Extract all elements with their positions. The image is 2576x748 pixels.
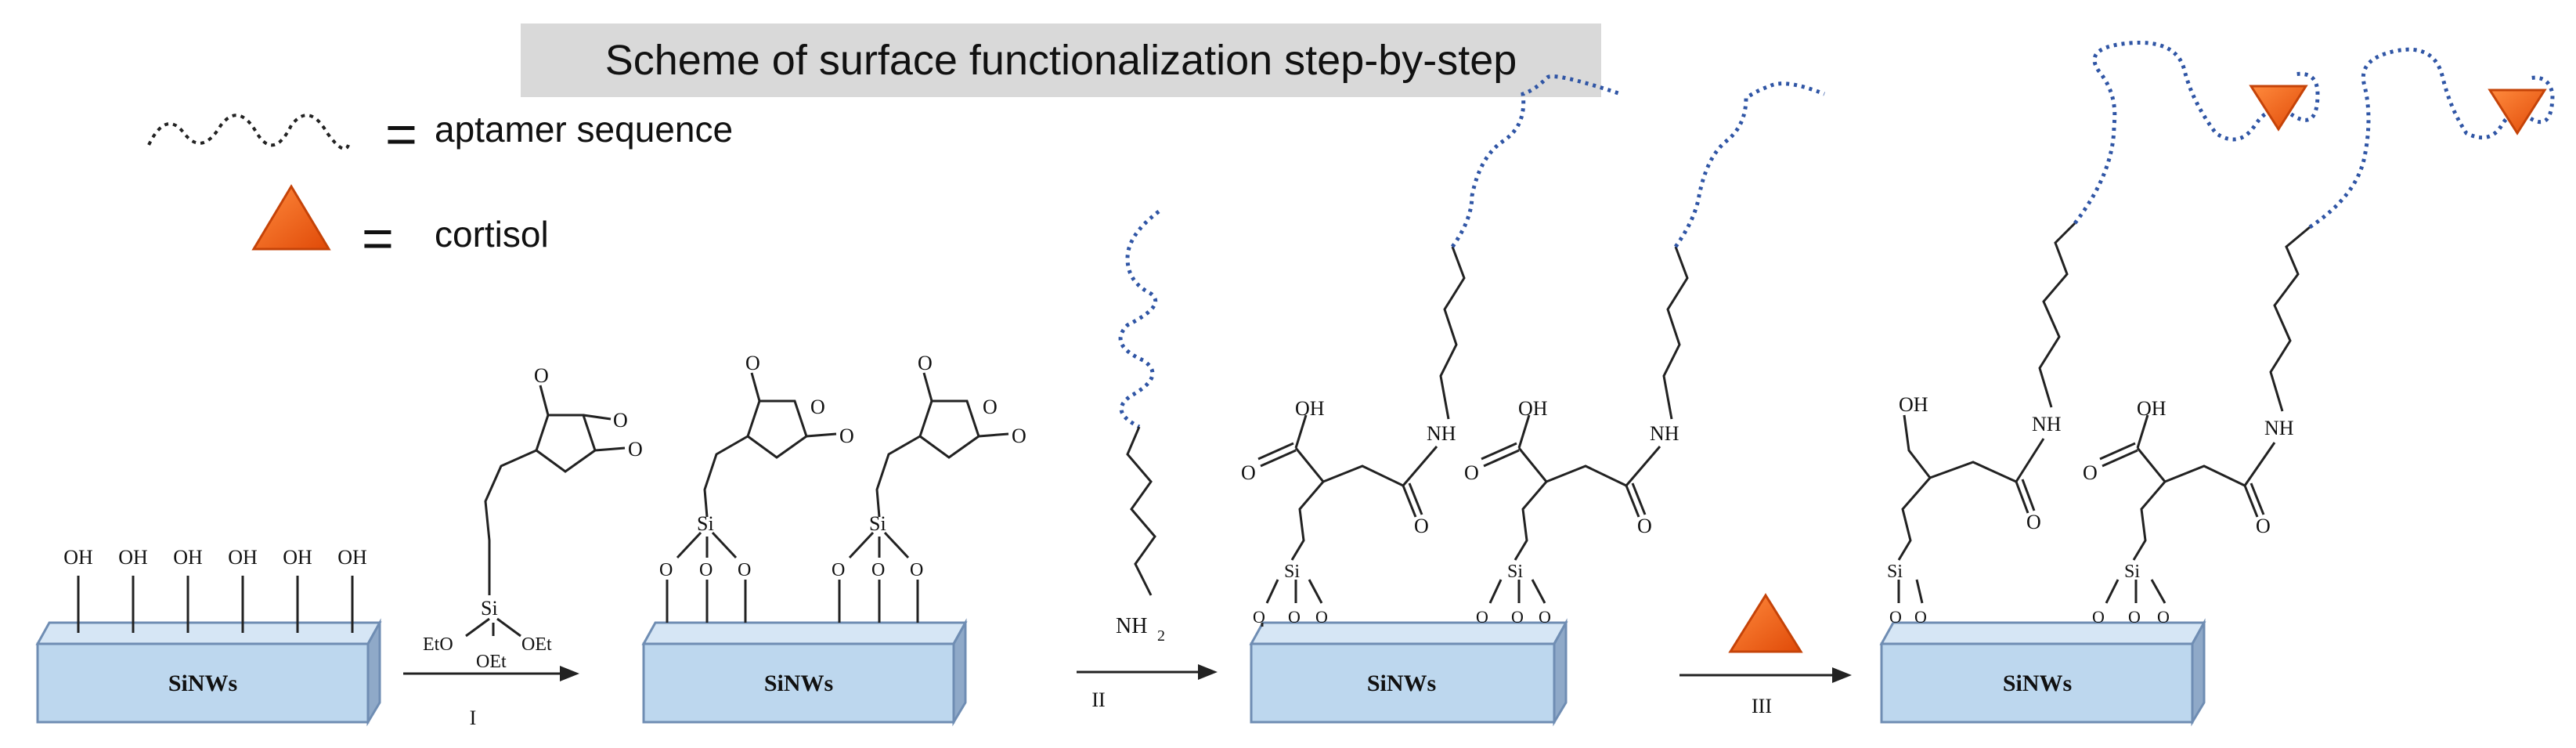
aptamer-bound-sequence-1 <box>1450 74 1622 248</box>
hydroxyl-label: OH <box>118 546 148 569</box>
silicon-label: Si <box>2124 562 2140 582</box>
captured-chain-2 <box>2099 226 2311 604</box>
legend-aptamer-label: aptamer sequence <box>435 109 734 150</box>
silicon-label: Si <box>1507 562 1523 582</box>
hydroxyl-label: OH <box>173 546 203 569</box>
silicon-label: Si <box>1284 562 1300 582</box>
hydroxyl-label: OH <box>337 546 367 569</box>
carbonyl-oxygen-label: O <box>745 352 760 374</box>
amide-nitrogen-label: NH <box>1427 422 1456 445</box>
substrate-label-4: SiNWs <box>2003 670 2072 696</box>
substrate-label-2: SiNWs <box>764 670 833 696</box>
legend-cortisol-icon <box>251 184 331 251</box>
aptamer-reagent-sequence <box>1118 210 1160 429</box>
siloxane-oxygen-label: O <box>699 560 713 580</box>
siloxane-oxygen-label: O <box>2157 607 2170 627</box>
amide-nitrogen-label: NH <box>1650 422 1679 445</box>
siloxane-oxygen-label: O <box>1914 607 1927 627</box>
legend-equals-1: = <box>385 103 417 164</box>
amide-nitrogen-label: NH <box>2264 417 2294 439</box>
hydroxyl-label: OH <box>1899 393 1928 416</box>
siloxane-oxygen-label: O <box>871 560 885 580</box>
ring-oxygen-label: O <box>810 396 825 418</box>
ring-oxygen-label: O <box>613 409 628 432</box>
hydroxyl-label: OH <box>283 546 312 569</box>
amide-oxygen-label: O <box>2256 515 2271 537</box>
acid-oxygen-label: O <box>2083 461 2098 484</box>
silane-anhydride-reagent <box>465 385 626 638</box>
amide-oxygen-label: O <box>2026 511 2041 533</box>
acid-oxygen-label: O <box>1464 461 1479 484</box>
legend-cortisol-label: cortisol <box>435 214 549 255</box>
substrate-label-1: SiNWs <box>168 670 237 696</box>
captured-aptamer-sequence-2 <box>2308 47 2555 229</box>
hydroxyl-groups <box>77 576 354 633</box>
captured-cortisol-icon-1 <box>2249 85 2308 132</box>
aptamer-bound-sequence-2 <box>1673 81 1825 248</box>
captured-cortisol-icon-2 <box>2488 89 2547 136</box>
amide-nitrogen-label: NH <box>2032 413 2062 435</box>
aptamer-bound-chain-1 <box>1257 246 1466 627</box>
aptamer-reagent-linker <box>1126 426 1156 596</box>
anhydride-chain-2 <box>838 372 1009 623</box>
siloxane-oxygen-label: O <box>738 560 751 580</box>
substrate-3: SiNWs <box>1249 618 1568 727</box>
siloxane-oxygen-label: O <box>1511 607 1524 627</box>
reaction-arrow-3 <box>1679 667 1852 683</box>
acid-hydroxyl-label: OH <box>1295 397 1325 420</box>
siloxane-oxygen-label: O <box>1288 607 1301 627</box>
step-label-2: II <box>1091 688 1105 711</box>
siloxane-oxygen-label: O <box>659 560 673 580</box>
siloxane-oxygen-label: O <box>910 560 923 580</box>
ethoxy-label: EtO <box>423 634 453 655</box>
substrate-2: SiNWs <box>641 618 968 727</box>
substrate-4: SiNWs <box>1879 618 2206 727</box>
silicon-label: Si <box>697 512 714 535</box>
carbonyl-oxygen-label: O <box>628 438 643 461</box>
ethoxy-label: OEt <box>476 652 507 672</box>
carbonyl-oxygen-label: O <box>534 364 549 387</box>
silicon-label: Si <box>869 512 886 535</box>
siloxane-oxygen-label: O <box>2128 607 2141 627</box>
hydroxyl-label: OH <box>63 546 93 569</box>
reaction-arrow-2 <box>1077 664 1218 680</box>
siloxane-oxygen-label: O <box>832 560 845 580</box>
carbonyl-oxygen-label: O <box>839 425 854 447</box>
legend-equals-2: = <box>362 208 394 269</box>
cortisol-reagent-icon <box>1728 593 1803 653</box>
carbonyl-oxygen-label: O <box>918 352 933 374</box>
siloxane-oxygen-label: O <box>1539 607 1551 627</box>
siloxane-oxygen-label: O <box>1476 607 1488 627</box>
amine-subscript: 2 <box>1157 627 1165 645</box>
carbonyl-oxygen-label: O <box>1012 425 1026 447</box>
reaction-arrow-1 <box>403 666 579 681</box>
acid-hydroxyl-label: OH <box>2137 397 2167 420</box>
silicon-label: Si <box>1887 562 1903 582</box>
anhydride-chain-1 <box>666 372 837 623</box>
amide-oxygen-label: O <box>1637 515 1652 537</box>
acid-oxygen-label: O <box>1241 461 1256 484</box>
silicon-label: Si <box>481 597 498 620</box>
step-label-3: III <box>1752 695 1772 717</box>
scheme-title: Scheme of surface functionalization step… <box>521 23 1601 97</box>
siloxane-oxygen-label: O <box>2092 607 2105 627</box>
siloxane-oxygen-label: O <box>1315 607 1328 627</box>
hydroxyl-label: OH <box>228 546 258 569</box>
amine-label: NH <box>1116 614 1147 638</box>
substrate-label-3: SiNWs <box>1367 670 1436 696</box>
siloxane-oxygen-label: O <box>1889 607 1902 627</box>
legend-aptamer-wave <box>147 114 350 150</box>
siloxane-oxygen-label: O <box>1253 607 1265 627</box>
amide-oxygen-label: O <box>1414 515 1429 537</box>
captured-aptamer-sequence-1 <box>2073 40 2320 225</box>
aptamer-bound-chain-2 <box>1481 246 1689 604</box>
step-label-1: I <box>470 706 477 729</box>
ethoxy-label: OEt <box>521 634 552 655</box>
ring-oxygen-label: O <box>983 396 998 418</box>
acid-hydroxyl-label: OH <box>1518 397 1548 420</box>
substrate-1: SiNWs <box>35 618 382 727</box>
captured-chain-1 <box>1897 222 2076 604</box>
